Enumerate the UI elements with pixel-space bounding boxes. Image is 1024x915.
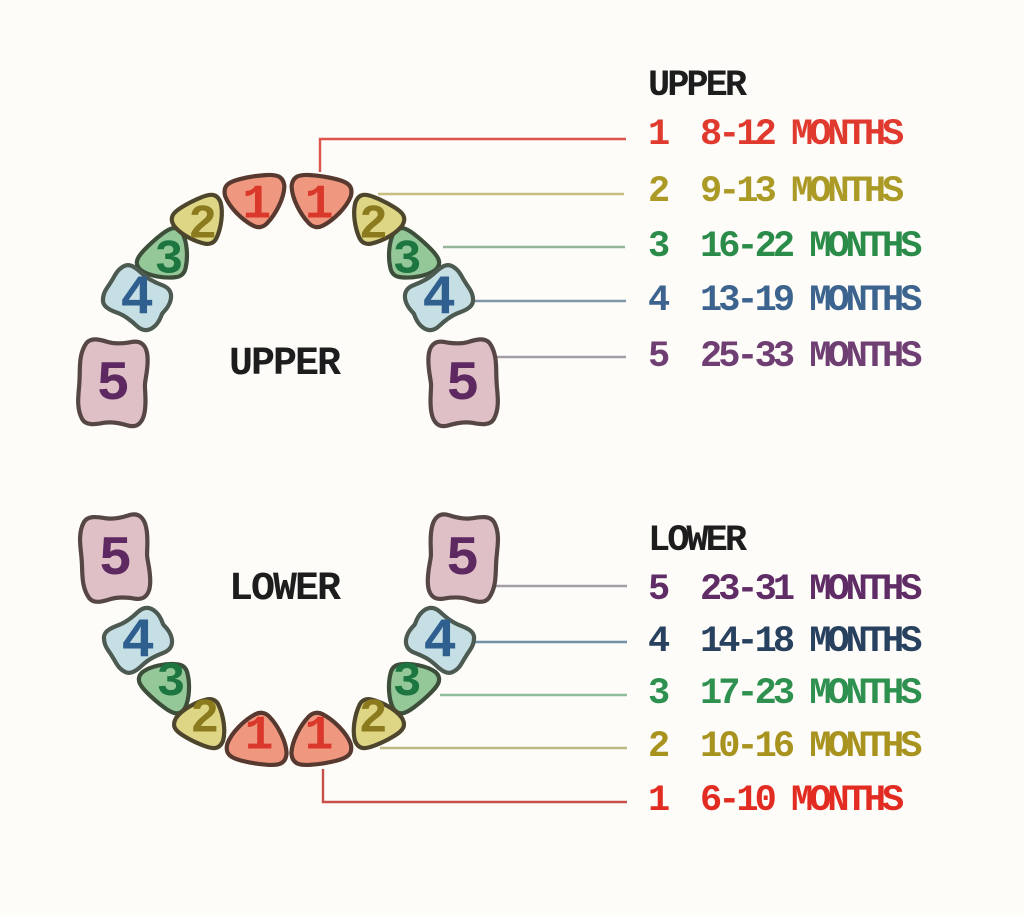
tooth-lower-right-1: 1	[286, 708, 353, 768]
legend-eruption-range: 8-12 MONTHS	[700, 114, 904, 156]
tooth-upper-left-2: 2	[168, 190, 236, 255]
upper-arch: 3 4 5 2 1 3 4	[77, 137, 626, 427]
tooth-upper-left-3: 3	[132, 223, 203, 293]
legend-tooth-number: 1	[648, 780, 670, 822]
tooth-number-label: 5	[446, 352, 480, 416]
legend-row-lower-5: 5 23-31 MONTHS	[648, 569, 922, 611]
tooth-lower-right-2: 2	[341, 689, 408, 753]
tooth-lower-left-3: 3	[134, 649, 205, 719]
tooth-upper-left-1: 1	[223, 172, 290, 232]
tooth-number-label: 3	[156, 656, 185, 710]
legend-eruption-range: 16-22 MONTHS	[700, 226, 922, 268]
tooth-number-label: 4	[121, 609, 155, 673]
legend-eruption-range: 17-23 MONTHS	[700, 673, 922, 715]
tooth-lower-left-5: 5	[78, 513, 151, 602]
legend-tooth-number: 3	[648, 226, 670, 268]
tooth-number-label: 4	[422, 267, 456, 331]
tooth-upper-right-5: 5	[427, 339, 499, 427]
legend-tooth-number: 5	[648, 336, 670, 378]
tooth-number-label: 2	[188, 199, 217, 253]
tooth-upper-right-1: 1	[286, 172, 353, 232]
legend-row-upper-1: 1 8-12 MONTHS	[648, 114, 904, 156]
tooth-upper-left-5: 5	[77, 339, 149, 427]
legend-tooth-number: 5	[648, 569, 670, 611]
legend-eruption-range: 23-31 MONTHS	[700, 569, 922, 611]
tooth-upper-right-2: 2	[341, 190, 409, 255]
tooth-number-label: 5	[446, 527, 480, 591]
legend-eruption-range: 14-18 MONTHS	[700, 621, 922, 663]
tooth-lower-left-1: 1	[225, 708, 292, 768]
leader-line-lower-1	[321, 769, 627, 804]
legend-row-upper-5: 5 25-33 MONTHS	[648, 336, 922, 378]
tooth-lower-left-2: 2	[170, 689, 237, 753]
legend-tooth-number: 4	[648, 621, 670, 663]
tooth-number-label: 3	[154, 234, 183, 288]
tooth-number-label: 3	[393, 234, 422, 288]
legend-row-upper-4: 4 13-19 MONTHS	[648, 280, 922, 322]
legend-row-lower-3: 3 17-23 MONTHS	[648, 673, 922, 715]
upper-arch-label: UPPER	[228, 342, 341, 387]
legend-row-lower-2: 2 10-16 MONTHS	[648, 726, 922, 768]
legend-tooth-number: 1	[648, 114, 670, 156]
tooth-number-label: 3	[393, 656, 422, 710]
lower-arch: 3 4 5 2 1 3 4	[78, 513, 627, 804]
lower-arch-label: LOWER	[228, 567, 341, 612]
legend-row-upper-2: 2 9-13 MONTHS	[648, 171, 904, 213]
legend-eruption-range: 10-16 MONTHS	[700, 726, 922, 768]
tooth-number-label: 1	[305, 710, 334, 764]
legend-tooth-number: 3	[648, 673, 670, 715]
legend-tooth-number: 2	[648, 726, 670, 768]
tooth-number-label: 1	[305, 178, 334, 232]
tooth-number-label: 2	[190, 693, 219, 747]
tooth-number-label: 4	[423, 609, 457, 673]
legend-eruption-range: 25-33 MONTHS	[700, 336, 922, 378]
tooth-number-label: 1	[242, 178, 271, 232]
tooth-number-label: 5	[99, 527, 133, 591]
legend-eruption-range: 6-10 MONTHS	[700, 780, 904, 822]
lower-legend-title: LOWER	[648, 520, 747, 562]
legend-row-upper-3: 3 16-22 MONTHS	[648, 226, 922, 268]
tooth-number-label: 4	[120, 267, 154, 331]
legend-row-lower-4: 4 14-18 MONTHS	[648, 621, 922, 663]
tooth-number-label: 1	[245, 710, 274, 764]
legend-tooth-number: 4	[648, 280, 670, 322]
legend-tooth-number: 2	[648, 171, 670, 213]
tooth-number-label: 2	[359, 693, 388, 747]
tooth-number-label: 2	[359, 199, 388, 253]
legend-eruption-range: 9-13 MONTHS	[700, 171, 904, 213]
upper-legend-title: UPPER	[648, 65, 747, 107]
tooth-upper-right-4: 4	[400, 261, 478, 335]
legend-row-lower-1: 1 6-10 MONTHS	[648, 780, 904, 822]
tooth-upper-right-3: 3	[373, 223, 444, 293]
tooth-number-label: 5	[96, 352, 130, 416]
tooth-upper-left-4: 4	[98, 261, 176, 335]
tooth-lower-right-5: 5	[426, 513, 499, 602]
tooth-lower-right-3: 3	[373, 649, 444, 719]
leader-line-upper-1	[318, 137, 626, 172]
tooth-lower-right-4: 4	[401, 603, 479, 677]
legend-eruption-range: 13-19 MONTHS	[700, 280, 922, 322]
tooth-lower-left-4: 4	[99, 603, 177, 677]
